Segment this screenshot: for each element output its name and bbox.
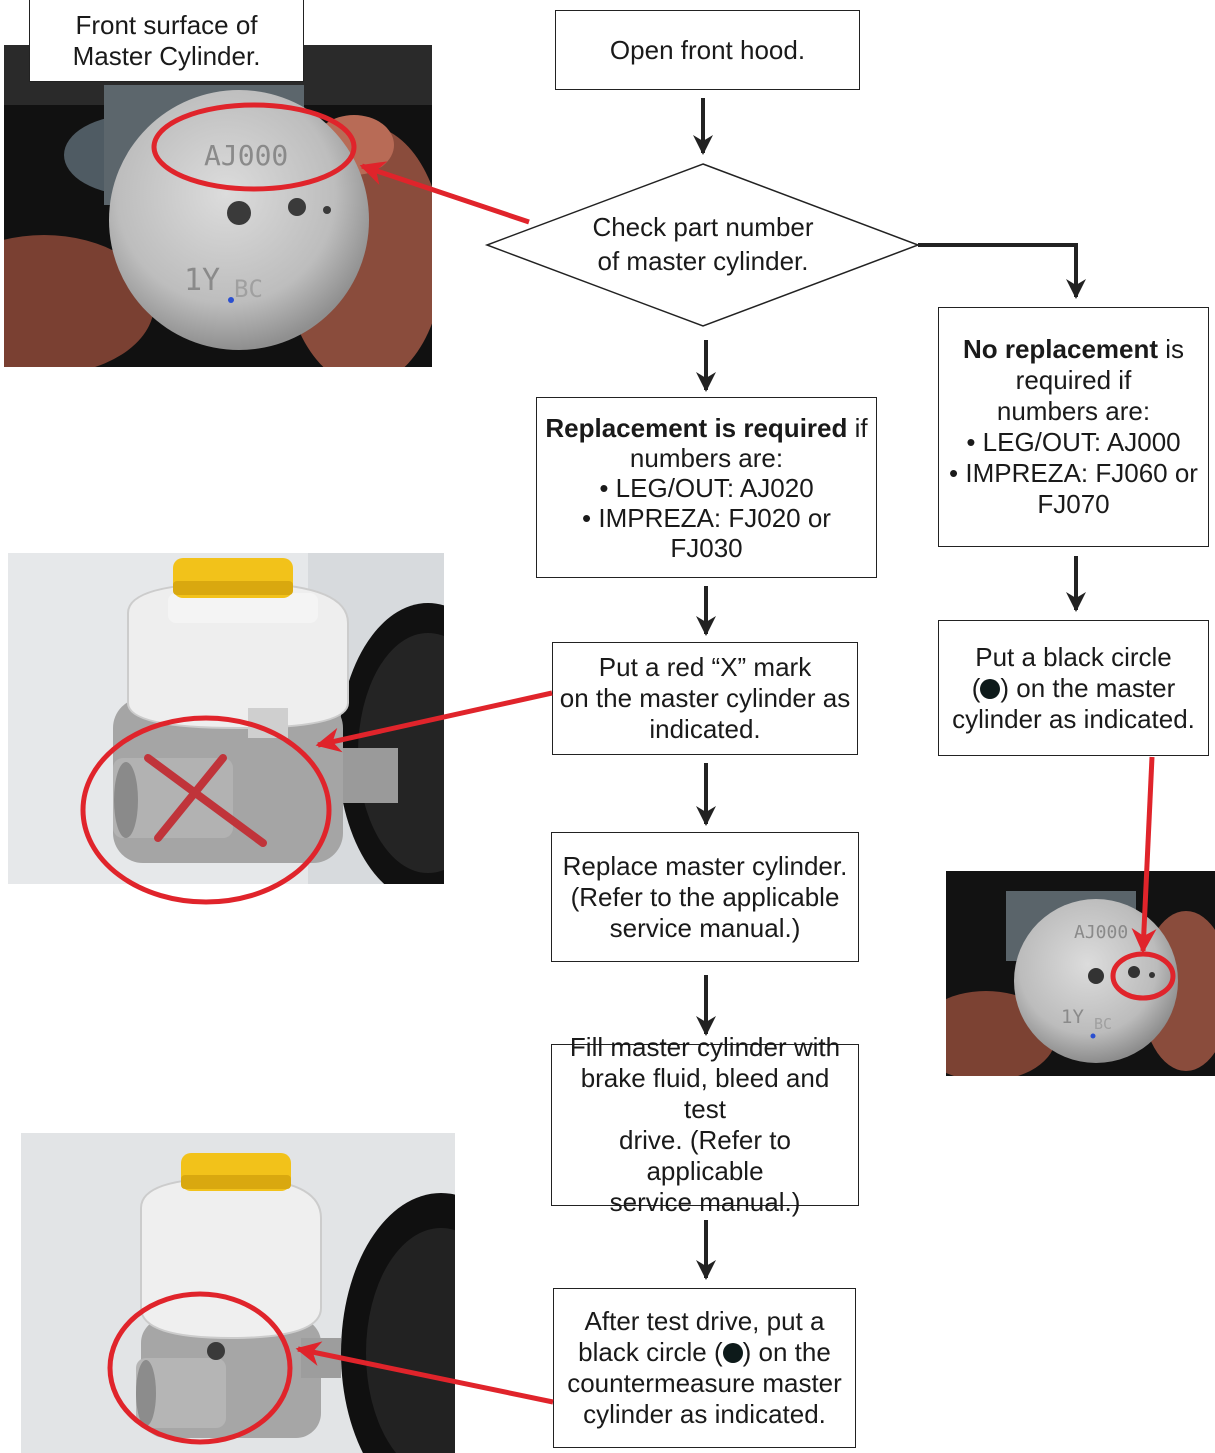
- step-replacement-required: Replacement is required if numbers are: …: [536, 397, 877, 578]
- black-circle-paren-open: (: [971, 672, 981, 703]
- fill-line-4: service manual.): [609, 1187, 801, 1217]
- no-replacement-line-2: required if: [1015, 365, 1132, 395]
- red-x-line-3: indicated.: [649, 714, 761, 744]
- closeup-stamp-aj000-text: AJ000: [1074, 922, 1128, 943]
- caption-line-1: Front surface of: [75, 9, 258, 40]
- step-black-circle-mark: Put a black circle ( ) on the master cyli…: [938, 620, 1209, 756]
- stamp-1y-text: 1Y: [184, 263, 220, 298]
- step-after-test-drive: After test drive, put a black circle ( ) …: [553, 1288, 856, 1448]
- no-replacement-line-5: • IMPREZA: FJ060 or: [949, 458, 1198, 488]
- closeup-stamp-1y-text: 1Y: [1061, 1006, 1084, 1028]
- red-x-line-1: Put a red “X” mark: [598, 652, 812, 682]
- step-replace-master-cylinder: Replace master cylinder. (Refer to the a…: [551, 832, 859, 962]
- decision-line-1: Check part number: [592, 212, 813, 242]
- replacement-line-4: • IMPREZA: FJ020 or FJ030: [582, 502, 831, 563]
- no-replacement-line-3: numbers are:: [996, 396, 1151, 426]
- after-test-line-2-pre: black circle (: [578, 1337, 723, 1367]
- fill-line-3: drive. (Refer to applicable: [619, 1125, 791, 1186]
- replacement-required-bold: Replacement is required: [545, 412, 848, 443]
- arrow-check-to-no-replacement: [918, 243, 1086, 299]
- step-open-hood: Open front hood.: [555, 10, 860, 90]
- black-dot-icon: [980, 678, 1001, 699]
- replace-mc-line-1: Replace master cylinder.: [562, 850, 848, 881]
- no-replacement-rest: is: [1158, 334, 1185, 364]
- replacement-line-3: • LEG/OUT: AJ020: [599, 472, 814, 503]
- red-x-line-2: on the master cylinder as: [559, 683, 851, 713]
- black-circle-line-1: Put a black circle: [975, 641, 1172, 672]
- photo-master-cylinder-countermeasure: [21, 1133, 455, 1453]
- after-test-line-4: cylinder as indicated.: [583, 1399, 826, 1429]
- after-test-line-1: After test drive, put a: [584, 1306, 825, 1336]
- replace-mc-line-2: (Refer to the applicable: [570, 881, 840, 912]
- after-test-line-3: countermeasure master: [567, 1368, 842, 1398]
- fill-line-1: Fill master cylinder with: [569, 1032, 841, 1062]
- photo-master-cylinder-red-x: [8, 553, 444, 884]
- replacement-line-2: numbers are:: [629, 442, 784, 473]
- open-hood-text: Open front hood.: [609, 34, 806, 65]
- replacement-required-rest: if: [847, 412, 868, 443]
- stamp-aj000-text: AJ000: [204, 139, 288, 172]
- after-test-line-2-post: ) on the: [742, 1337, 831, 1367]
- stamp-bc-text: BC: [234, 275, 263, 303]
- no-replacement-bold: No replacement: [962, 334, 1159, 364]
- black-dot-icon-2: [722, 1343, 743, 1363]
- step-no-replacement: No replacement is required if numbers ar…: [938, 307, 1209, 547]
- closeup-stamp-bc-text: BC: [1094, 1015, 1112, 1033]
- step-red-x-mark: Put a red “X” mark on the master cylinde…: [552, 642, 858, 755]
- photo-caption-box: Front surface of Master Cylinder.: [29, 0, 304, 82]
- black-circle-paren-rest: ) on the master: [1000, 672, 1176, 703]
- replace-mc-line-3: service manual.): [609, 912, 801, 943]
- fill-line-2: brake fluid, bleed and test: [580, 1063, 830, 1124]
- no-replacement-line-4: • LEG/OUT: AJ000: [966, 427, 1181, 457]
- step-fill-bleed-test: Fill master cylinder with brake fluid, b…: [551, 1032, 859, 1217]
- no-replacement-line-6: FJ070: [1037, 489, 1110, 519]
- photo-master-cylinder-closeup: AJ000 1Y BC: [946, 871, 1215, 1076]
- caption-line-2: Master Cylinder.: [72, 40, 261, 71]
- decision-diamond: [484, 163, 921, 327]
- black-circle-line-3: cylinder as indicated.: [952, 703, 1195, 734]
- photo-master-cylinder-front: AJ000 1Y BC: [4, 45, 432, 367]
- decision-line-2: of master cylinder.: [598, 246, 809, 276]
